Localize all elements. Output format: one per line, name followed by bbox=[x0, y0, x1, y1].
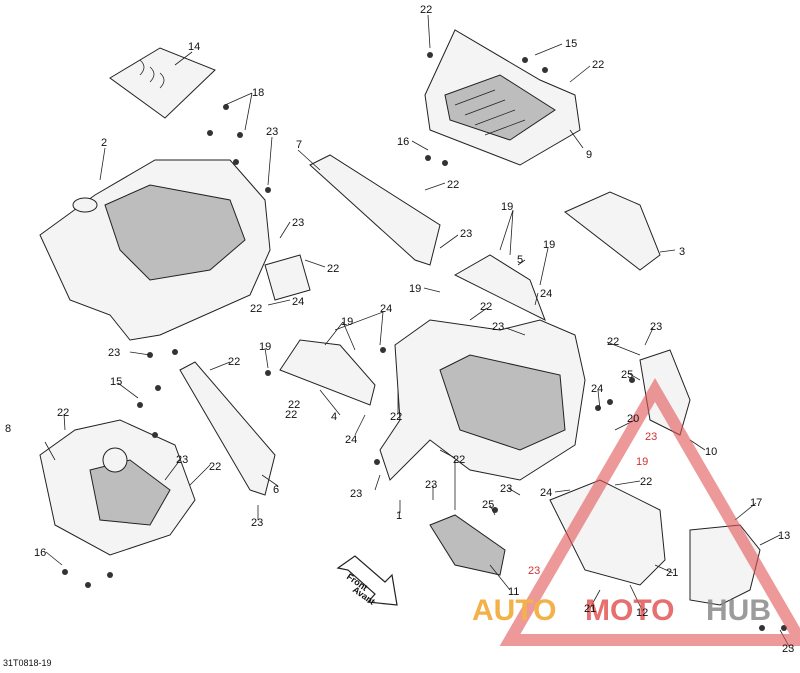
callout-label: 23 bbox=[528, 565, 540, 577]
callout-label: 22 bbox=[209, 461, 221, 473]
svg-text:AUTO: AUTO bbox=[472, 594, 556, 627]
callout-label: 19 bbox=[341, 316, 353, 328]
callout-label: 9 bbox=[586, 149, 592, 161]
callout-label: 22 bbox=[453, 454, 465, 466]
callout-label: 15 bbox=[565, 38, 577, 50]
headlight-cover-part bbox=[564, 191, 661, 271]
callout-label: 23 bbox=[176, 454, 188, 466]
side-trim-part bbox=[179, 361, 276, 496]
watermark: AUTO MOTO HUB bbox=[472, 378, 800, 646]
callout-label: 23 bbox=[425, 479, 437, 491]
callout-label: 8 bbox=[5, 423, 11, 435]
callout-label: 24 bbox=[292, 296, 304, 308]
fasteners bbox=[62, 52, 787, 631]
callout-label: 22 bbox=[288, 399, 300, 411]
callout-label: 25 bbox=[482, 499, 494, 511]
callout-labels: 14 22 15 22 18 2 23 7 16 9 22 23 22 23 1… bbox=[5, 4, 794, 655]
callout-label: 24 bbox=[380, 303, 392, 315]
callout-label: 22 bbox=[285, 409, 297, 421]
left-footrest-part bbox=[39, 419, 196, 556]
callout-label: 19 bbox=[409, 283, 421, 295]
callout-label: 24 bbox=[540, 288, 552, 300]
callout-label: 21 bbox=[666, 567, 678, 579]
callout-label: 22 bbox=[390, 411, 402, 423]
callout-label: 22 bbox=[420, 4, 432, 16]
callout-label: 23 bbox=[500, 483, 512, 495]
callout-label: 19 bbox=[501, 201, 513, 213]
callout-label: 23 bbox=[266, 126, 278, 138]
callout-label: 23 bbox=[645, 431, 657, 443]
callout-label: 5 bbox=[517, 254, 523, 266]
callout-label: 22 bbox=[228, 356, 240, 368]
callout-label: 23 bbox=[292, 217, 304, 229]
callout-label: 6 bbox=[273, 484, 279, 496]
callout-label: 19 bbox=[636, 456, 648, 468]
callout-label: 16 bbox=[397, 136, 409, 148]
callout-label: 25 bbox=[621, 369, 633, 381]
callout-label: 22 bbox=[327, 263, 339, 275]
leader-lines bbox=[44, 14, 791, 649]
callout-label: 22 bbox=[57, 407, 69, 419]
side-panel-part bbox=[309, 154, 441, 266]
callout-label: 18 bbox=[252, 87, 264, 99]
bracket-part bbox=[264, 254, 311, 301]
callout-label: 12 bbox=[636, 607, 648, 619]
callout-label: 22 bbox=[607, 336, 619, 348]
callout-label: 24 bbox=[345, 434, 357, 446]
callout-label: 13 bbox=[778, 530, 790, 542]
document-code: 31T0818-19 bbox=[3, 658, 52, 668]
callout-label: 23 bbox=[350, 488, 362, 500]
mount-bracket-part bbox=[689, 524, 761, 606]
callout-label: 22 bbox=[250, 303, 262, 315]
callout-label: 23 bbox=[492, 321, 504, 333]
callout-label: 17 bbox=[750, 497, 762, 509]
callout-label: 24 bbox=[540, 487, 552, 499]
callout-label: 22 bbox=[592, 59, 604, 71]
svg-text:HUB: HUB bbox=[706, 594, 771, 627]
callout-label: 19 bbox=[543, 239, 555, 251]
callout-label: 23 bbox=[108, 347, 120, 359]
callout-label: 2 bbox=[101, 137, 107, 149]
callout-label: 23 bbox=[251, 517, 263, 529]
callout-label: 23 bbox=[650, 321, 662, 333]
callout-label: 21 bbox=[584, 603, 596, 615]
rear-fender-part bbox=[39, 159, 271, 341]
callout-label: 22 bbox=[640, 476, 652, 488]
front-direction-arrow: Front Avant bbox=[336, 555, 398, 607]
callout-label: 19 bbox=[259, 341, 271, 353]
callout-label: 23 bbox=[460, 228, 472, 240]
callout-label: 1 bbox=[396, 510, 402, 522]
fender-trim-part bbox=[279, 339, 376, 406]
front-fender-part bbox=[379, 319, 586, 481]
headlight-housing-part bbox=[429, 514, 506, 576]
right-footrest-part bbox=[424, 29, 581, 166]
callout-label: 3 bbox=[679, 246, 685, 258]
callout-label: 14 bbox=[188, 41, 200, 53]
callout-label: 7 bbox=[296, 139, 302, 151]
callout-label: 10 bbox=[705, 446, 717, 458]
callout-label: 16 bbox=[34, 547, 46, 559]
callout-label: 11 bbox=[508, 586, 519, 598]
callout-label: 4 bbox=[331, 411, 337, 423]
deflector-part bbox=[453, 254, 546, 322]
callout-label: 24 bbox=[591, 383, 603, 395]
callout-label: 20 bbox=[627, 413, 639, 425]
svg-text:MOTO: MOTO bbox=[585, 594, 674, 627]
decal-part bbox=[109, 47, 216, 119]
callout-label: 22 bbox=[447, 179, 459, 191]
callout-label: 15 bbox=[110, 376, 122, 388]
callout-label: 23 bbox=[782, 643, 794, 655]
callout-label: 22 bbox=[480, 301, 492, 313]
